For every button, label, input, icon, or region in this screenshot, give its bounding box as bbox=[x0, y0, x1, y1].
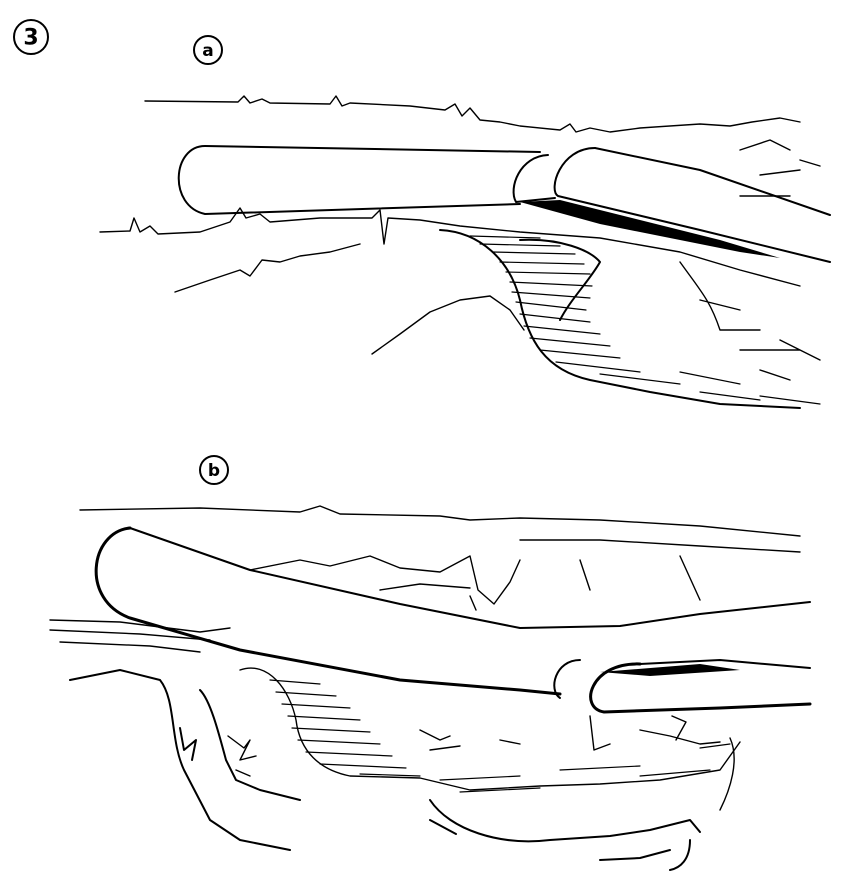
panel-b-burrow-hatching bbox=[270, 680, 730, 792]
panel-a-mound-line bbox=[175, 244, 360, 292]
panel-b-horizon-line-2 bbox=[520, 540, 800, 552]
panel-a-dark-wedge bbox=[520, 200, 780, 258]
panel-b-plant-leaves bbox=[228, 736, 256, 776]
panel-b-background-rocks bbox=[250, 556, 700, 610]
panel-a-label: a bbox=[194, 36, 222, 64]
panel-b-label-text: b bbox=[208, 461, 220, 481]
panel-b-overhang-inner bbox=[180, 728, 196, 760]
panel-b-collar bbox=[554, 660, 580, 698]
panel-b-plant-stem bbox=[200, 690, 300, 800]
panel-b-right-details bbox=[420, 716, 734, 810]
panel-a-ground-line-lower bbox=[100, 208, 800, 286]
panel-a-ground-line-upper bbox=[145, 96, 800, 132]
panel-a-label-text: a bbox=[202, 41, 213, 61]
panel-a-burrow-inner bbox=[520, 240, 600, 320]
panel-a-burrow-outline bbox=[440, 230, 800, 408]
panel-b-label: b bbox=[200, 456, 228, 484]
panel-a-collar bbox=[514, 155, 555, 202]
panel-a: a bbox=[100, 36, 830, 408]
panel-b-log-top bbox=[130, 528, 810, 628]
panel-a-tube-2 bbox=[555, 148, 830, 262]
panel-a-ground-line-far bbox=[372, 296, 524, 354]
panel-a-sketch-marks bbox=[680, 140, 820, 380]
panel-b-left-field bbox=[50, 620, 230, 652]
panel-a-burrow-hatching bbox=[470, 236, 820, 404]
panel-a-tube-2-top bbox=[595, 148, 830, 215]
panel-b: b bbox=[50, 456, 810, 870]
panel-b-horizon-line bbox=[80, 506, 800, 536]
panel-b-overhang bbox=[70, 670, 290, 850]
figure-number-badge: 3 bbox=[14, 20, 48, 54]
panel-b-lower-mound bbox=[430, 800, 700, 870]
figure-number-text: 3 bbox=[23, 26, 38, 51]
panel-a-tube-1 bbox=[179, 146, 540, 214]
panel-b-log bbox=[96, 528, 560, 694]
